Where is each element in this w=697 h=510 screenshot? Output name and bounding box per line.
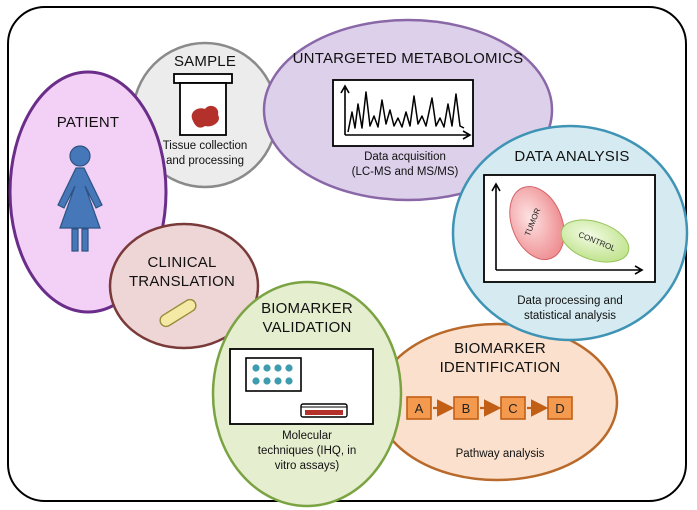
- analysis-title: DATA ANALYSIS: [514, 148, 630, 165]
- pathway-node-label: B: [462, 401, 471, 416]
- pathway-node: [453, 396, 479, 420]
- metabolomics-caption-line1: Data acquisition: [364, 151, 446, 163]
- well-dots: [252, 364, 293, 385]
- metabolomics-caption: Data acquisition (LC-MS and MS/MS): [340, 150, 470, 180]
- sample-caption-line1: Tissue collection: [162, 140, 248, 152]
- analysis-caption-line1: Data processing and: [517, 295, 623, 307]
- identification-title: BIOMARKER IDENTIFICATION: [435, 339, 565, 377]
- pathway-node: [406, 396, 432, 420]
- clinical-ellipse: [108, 222, 260, 350]
- pathway-node-label: A: [415, 401, 424, 416]
- validation-caption-line3: vitro assays): [274, 460, 340, 472]
- pathway-node: [500, 396, 526, 420]
- metabolomics-title: UNTARGETED METABOLOMICS: [292, 50, 524, 67]
- analysis-caption: Data processing and statistical analysis: [504, 294, 636, 324]
- well-plate-icon: [245, 357, 302, 392]
- chromatogram-trace: [347, 91, 465, 133]
- woman-icon: [57, 145, 103, 252]
- validation-title: BIOMARKER VALIDATION: [255, 299, 359, 337]
- validation-caption-line1: Molecular: [282, 430, 332, 442]
- tissue-icon: [191, 105, 219, 128]
- analysis-caption-line2: statistical analysis: [523, 310, 617, 322]
- validation-caption: Molecular techniques (IHQ, in vitro assa…: [253, 429, 361, 474]
- pathway-node-label: C: [508, 401, 517, 416]
- identification-title-line1: BIOMARKER: [454, 340, 546, 357]
- control-cluster: [560, 219, 630, 263]
- clinical-title-line1: CLINICAL: [147, 254, 217, 271]
- pathway-chain: A B C D: [406, 396, 573, 420]
- patient-title: PATIENT: [56, 114, 120, 131]
- sample-container-icon: [173, 73, 233, 136]
- clinical-title-line2: TRANSLATION: [128, 273, 236, 290]
- validation-panel: [229, 348, 374, 425]
- sample-title: SAMPLE: [173, 53, 237, 70]
- validation-title-line2: VALIDATION: [262, 319, 352, 336]
- validation-caption-line2: techniques (IHQ, in: [257, 445, 357, 457]
- chromatogram-panel: [332, 79, 474, 147]
- clinical-title: CLINICAL TRANSLATION: [122, 253, 242, 291]
- pathway-node-label: D: [555, 401, 564, 416]
- sample-caption-line2: and processing: [166, 155, 244, 167]
- statistics-panel: TUMOR CONTROL: [483, 174, 656, 283]
- pill-icon: [159, 298, 197, 328]
- petri-dish-icon: [300, 403, 348, 418]
- pathway-caption: Pathway analysis: [455, 448, 545, 460]
- tumor-cluster: [509, 186, 565, 260]
- validation-title-line1: BIOMARKER: [261, 300, 353, 317]
- metabolomics-caption-line2: (LC-MS and MS/MS): [351, 166, 459, 178]
- identification-title-line2: IDENTIFICATION: [439, 359, 561, 376]
- pathway-node: [547, 396, 573, 420]
- sample-caption: Tissue collection and processing: [152, 139, 258, 169]
